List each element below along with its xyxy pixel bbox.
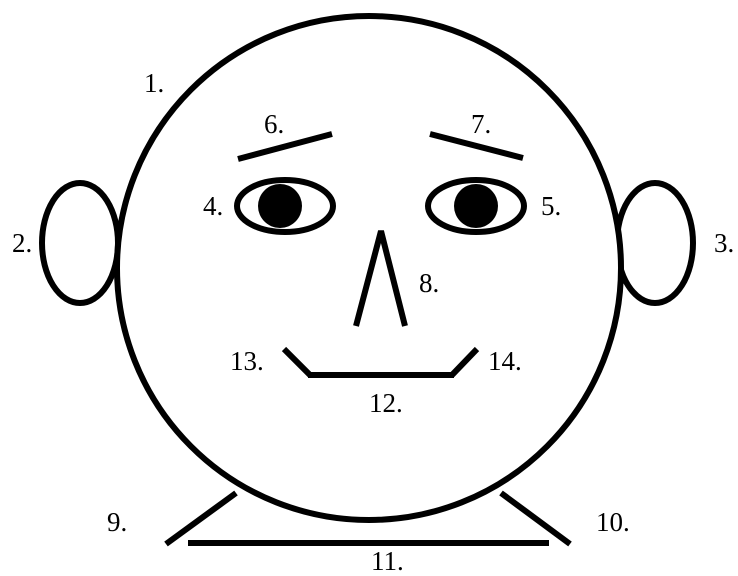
left-ear	[42, 183, 118, 303]
right-pupil	[454, 184, 498, 228]
left-pupil	[258, 184, 302, 228]
label-mouth-left-corner: 13.	[230, 346, 264, 376]
left-shoulder-line	[166, 493, 236, 544]
label-right-eye: 5.	[541, 191, 561, 221]
label-right-ear: 3.	[714, 228, 734, 258]
label-right-shoulder: 10.	[596, 507, 630, 537]
label-chest-line: 11.	[371, 546, 404, 576]
right-shoulder-line	[501, 493, 570, 544]
label-left-eye: 4.	[203, 191, 223, 221]
label-left-eyebrow: 6.	[264, 109, 284, 139]
right-ear	[617, 183, 693, 303]
label-right-eyebrow: 7.	[471, 109, 491, 139]
label-left-ear: 2.	[12, 228, 32, 258]
label-left-shoulder: 9.	[107, 507, 127, 537]
label-mouth-center: 12.	[369, 388, 403, 418]
label-mouth-right-corner: 14.	[488, 346, 522, 376]
label-head: 1.	[144, 68, 164, 98]
label-nose: 8.	[419, 268, 439, 298]
